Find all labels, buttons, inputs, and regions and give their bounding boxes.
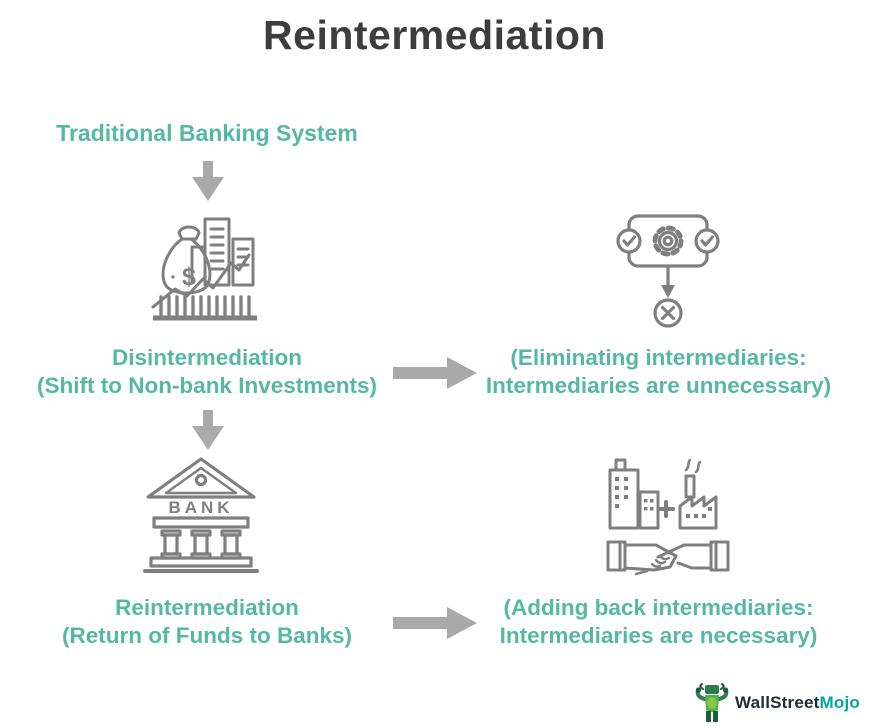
money-bag-investment-chart-icon: $	[145, 203, 269, 327]
wallstreetmojo-logo: WallStreetMojo	[695, 683, 860, 723]
result-label-line1: (Adding back intermediaries:	[503, 595, 814, 620]
wallstreetmojo-wordmark: WallStreetMojo	[735, 693, 860, 713]
result-label-line2: Intermediaries are unnecessary)	[485, 373, 832, 398]
logo-text-mojo: Mojo	[819, 693, 860, 712]
start-label: Traditional Banking System	[56, 120, 358, 146]
right-arrow-icon	[393, 605, 479, 641]
step-label-disintermediation: Disintermediation (Shift to Non-bank Inv…	[0, 344, 414, 400]
wallstreetmojo-bull-icon	[695, 683, 729, 723]
step-label-reintermediation: Reintermediation (Return of Funds to Ban…	[0, 594, 414, 650]
right-arrow-icon	[393, 355, 479, 391]
step-label-line2: (Shift to Non-bank Investments)	[36, 373, 377, 398]
down-arrow-icon	[189, 410, 227, 450]
result-label-line1: (Eliminating intermediaries:	[510, 345, 807, 370]
result-label-adding-back: (Adding back intermediaries: Intermediar…	[448, 594, 869, 650]
dollar-symbol: $	[182, 263, 196, 291]
bank-building-icon: BANK	[138, 452, 264, 578]
logo-text-wallstreet: WallStreet	[735, 693, 820, 712]
result-label-eliminating: (Eliminating intermediaries: Intermediar…	[448, 344, 869, 400]
result-label-line2: Intermediaries are necessary)	[499, 623, 818, 648]
process-eliminate-icon	[612, 203, 724, 331]
step-label-line1: Reintermediation	[115, 595, 299, 620]
page-title: Reintermediation	[263, 12, 606, 58]
down-arrow-icon	[189, 161, 227, 201]
step-label-line2: (Return of Funds to Banks)	[62, 623, 352, 648]
step-label-line1: Disintermediation	[111, 345, 303, 370]
business-merger-handshake-icon	[598, 450, 738, 578]
bank-sign-text: BANK	[168, 498, 233, 517]
